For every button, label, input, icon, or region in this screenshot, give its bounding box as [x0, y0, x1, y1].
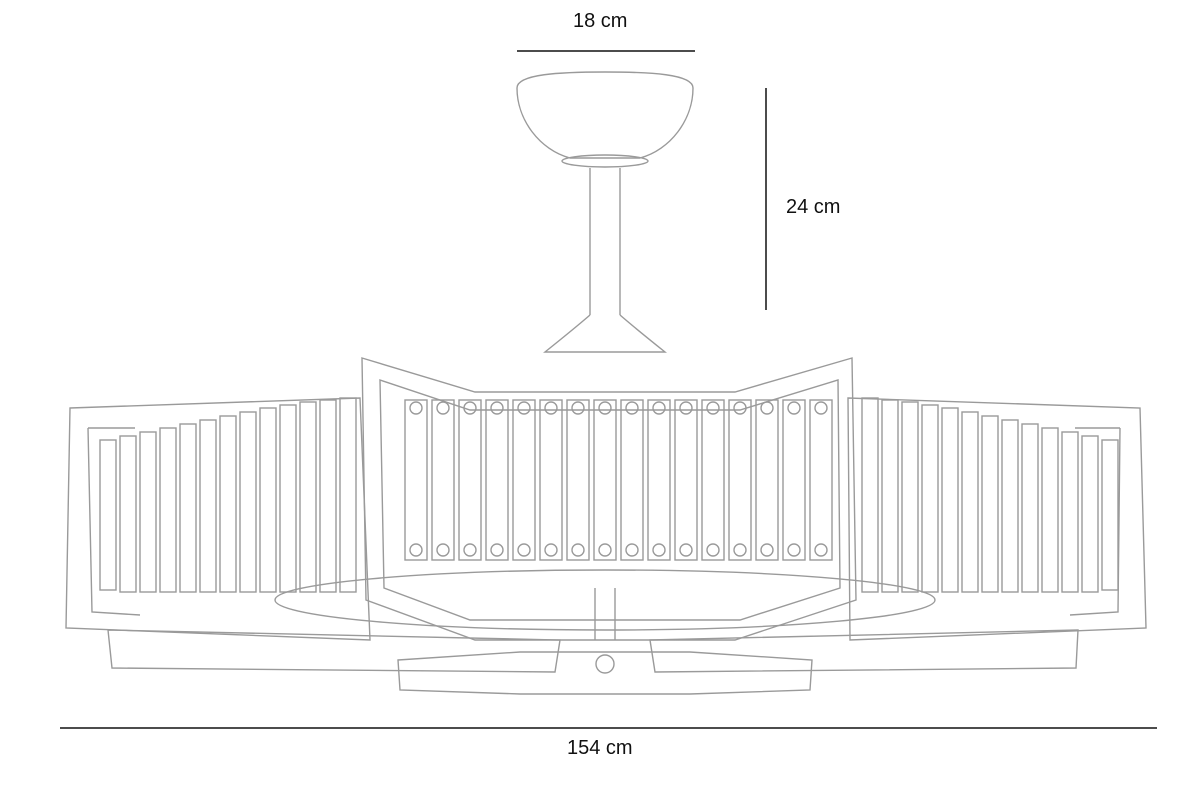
center-stem	[594, 588, 616, 640]
right-outer-frame	[847, 397, 1147, 641]
left-outer-frame	[65, 397, 371, 641]
light-bowl	[274, 569, 936, 631]
center-crystal-rods	[404, 399, 833, 561]
downrod	[589, 168, 621, 315]
lower-right-frame	[649, 629, 1079, 673]
lower-left-frame	[107, 629, 561, 673]
canopy-width-label: 18 cm	[573, 10, 628, 32]
center-inner-frame	[379, 379, 841, 621]
motor-neck	[543, 314, 667, 353]
center-crystal-caps	[409, 401, 828, 557]
center-front-frame	[361, 357, 857, 641]
left-crystal-rods	[99, 397, 357, 593]
finial	[595, 654, 615, 674]
left-inner-frame	[87, 427, 141, 616]
drop-height-label: 24 cm	[786, 196, 841, 218]
bottom-center-frame	[397, 651, 813, 695]
total-width-label: 154 cm	[567, 737, 633, 759]
fan-outline	[65, 71, 1147, 695]
right-crystal-rods	[861, 397, 1119, 593]
canopy	[516, 71, 694, 159]
canopy-collar	[561, 154, 649, 168]
right-inner-frame	[1069, 427, 1121, 616]
